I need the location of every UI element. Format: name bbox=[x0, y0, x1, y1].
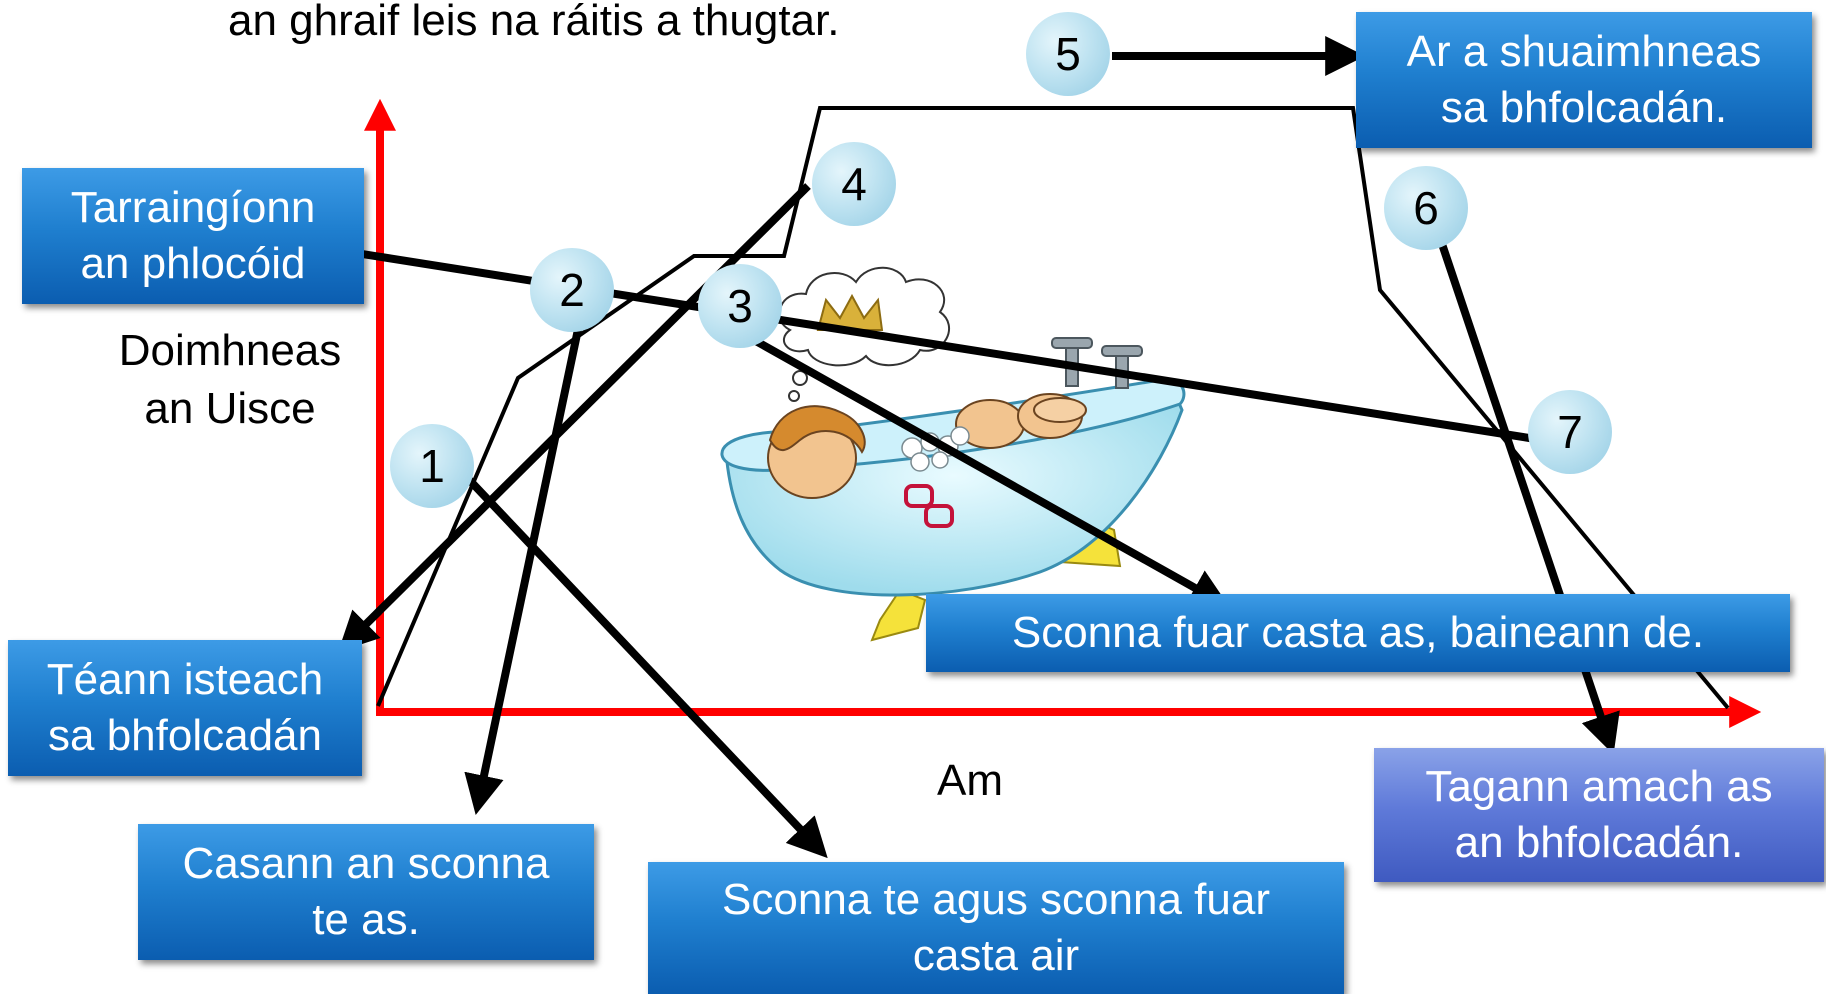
marker-3: 3 bbox=[698, 264, 782, 348]
arrow-3 bbox=[752, 336, 1230, 608]
x-axis-label: Am bbox=[937, 756, 1003, 805]
arrow-4 bbox=[338, 183, 811, 652]
depth-graph-line bbox=[376, 106, 1730, 710]
statement-gets-out: Tagann amach as an bhfolcadán. bbox=[1374, 748, 1824, 882]
statement-relaxing: Ar a shuaimhneas sa bhfolcadán. bbox=[1356, 12, 1812, 148]
statement-line: te as. bbox=[312, 895, 420, 944]
statement-line: Sconna fuar casta as, baineann de. bbox=[1011, 608, 1705, 657]
marker-4: 4 bbox=[812, 142, 896, 226]
arrow-7 bbox=[274, 226, 1543, 444]
arrow-1 bbox=[455, 465, 828, 859]
statement-cold-off-gets-out: Sconna fuar casta as, baineann de. bbox=[926, 594, 1790, 672]
marker-2: 2 bbox=[530, 248, 614, 332]
statement-pulls-plug: Tarraingíonn an phlocóid bbox=[22, 168, 364, 304]
statement-line: Casann an sconna bbox=[182, 839, 550, 888]
y-axis-label-line1: Doimhneas bbox=[118, 326, 342, 375]
marker-5: 5 bbox=[1026, 12, 1110, 96]
statement-line: Tagann amach as bbox=[1425, 762, 1773, 811]
statement-line: sa bhfolcadán. bbox=[1440, 83, 1728, 132]
statement-turns-hot-off: Casann an sconna te as. bbox=[138, 824, 594, 960]
statement-line: an bhfolcadán. bbox=[1454, 818, 1744, 867]
statement-hot-cold-on: Sconna te agus sconna fuar casta air bbox=[648, 862, 1344, 994]
statement-line: sa bhfolcadán bbox=[48, 711, 322, 760]
statement-line: Sconna te agus sconna fuar bbox=[722, 875, 1270, 924]
bath-illustration bbox=[720, 266, 1186, 642]
statement-line: an phlocóid bbox=[80, 239, 306, 288]
marker-7: 7 bbox=[1528, 390, 1612, 474]
statement-line: casta air bbox=[912, 931, 1080, 980]
statement-line: Ar a shuaimhneas bbox=[1406, 27, 1762, 76]
statement-gets-in: Téann isteach sa bhfolcadán bbox=[8, 640, 362, 776]
statement-line: Tarraingíonn bbox=[70, 183, 316, 232]
y-axis-label-line2: an Uisce bbox=[144, 384, 316, 433]
arrow-2 bbox=[464, 319, 584, 815]
y-axis-label: Doimhneas an Uisce bbox=[100, 322, 360, 438]
marker-1: 1 bbox=[390, 424, 474, 508]
statement-line: Téann isteach bbox=[46, 655, 324, 704]
marker-6: 6 bbox=[1384, 166, 1468, 250]
instruction-text: an ghraif leis na ráitis a thugtar. bbox=[228, 0, 840, 45]
